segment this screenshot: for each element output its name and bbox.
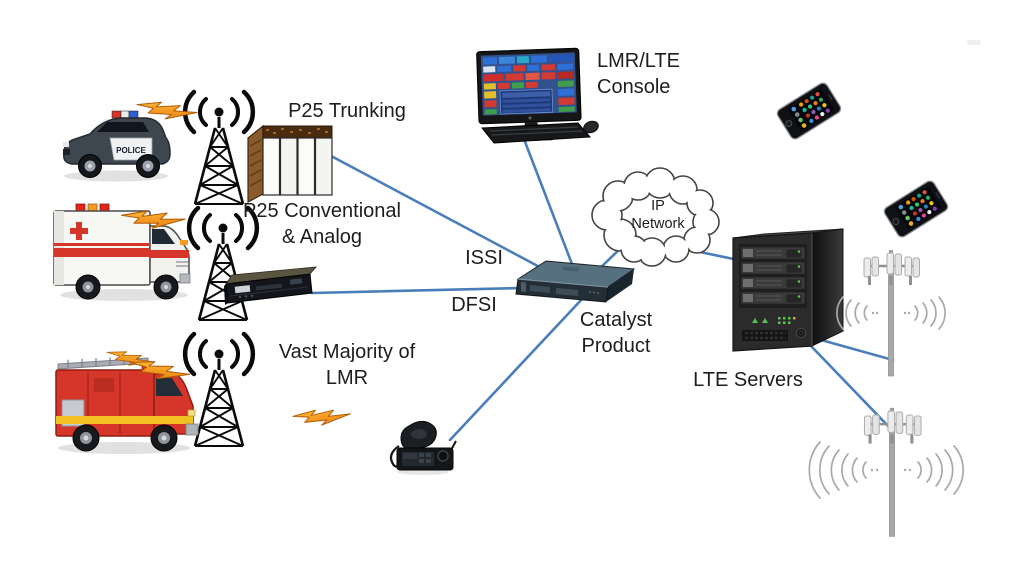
ambulance-icon (53, 203, 191, 301)
radio-waves-icon (808, 441, 964, 499)
connection-line-trunking-catalyst (331, 155, 551, 274)
fire-truck-icon (55, 356, 199, 454)
connection-line-dfsi (310, 286, 523, 295)
mobile-radio-icon (389, 420, 457, 475)
cell-tower-icon (863, 406, 923, 538)
rack-server-icon (515, 260, 636, 303)
keyboard-icon (481, 122, 592, 144)
lightning-icon (291, 405, 352, 429)
antenna-tower-icon (185, 92, 253, 204)
police-car-label: POLICE (116, 146, 146, 155)
label-lte-servers: LTE Servers (693, 369, 803, 391)
police-car-icon: POLICE (62, 110, 171, 182)
label-p25-conventional: P25 Conventional & Analog (243, 200, 401, 248)
label-dfsi: DFSI (451, 294, 497, 316)
label-p25-trunking: P25 Trunking (288, 100, 406, 122)
label-issi: ISSI (465, 247, 503, 269)
rack-device-icon (224, 266, 317, 305)
smartphone-icon (774, 80, 844, 142)
label-lmr-lte-console: LMR/LTE Console (597, 50, 680, 98)
radio-waves-icon (836, 296, 946, 330)
connection-lines (310, 132, 895, 442)
server-tower-icon (732, 228, 844, 352)
mouse-icon (583, 120, 599, 134)
cloud-icon (591, 167, 720, 267)
connection-line-lte-tower1 (812, 336, 895, 362)
connection-line-catalyst-radio (448, 296, 585, 442)
label-catalyst-product: Catalyst Product (579, 309, 653, 357)
label-ip-network: IP Network (631, 198, 685, 233)
artifact-smudge (967, 40, 981, 45)
connection-line-console-catalyst (520, 132, 574, 266)
label-vast-majority-lmr: Vast Majority of LMR (278, 341, 416, 389)
equipment-cabinets-icon (247, 124, 333, 203)
smartphone-icon (881, 178, 951, 240)
